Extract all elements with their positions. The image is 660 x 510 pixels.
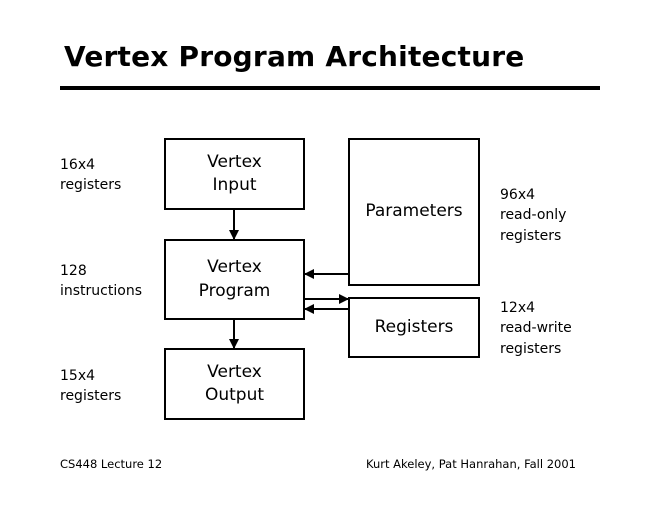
program-instructions-text: instructions (60, 283, 142, 300)
output-registers-note: 15x4 registers (60, 366, 121, 407)
vertex-output-line1: Vertex (207, 361, 262, 382)
program-instructions-note: 128 instructions (60, 261, 142, 302)
program-instructions-count: 128 (60, 263, 87, 279)
registers-label: Registers (374, 316, 454, 337)
footer-authors: Kurt Akeley, Pat Hanrahan, Fall 2001 (366, 457, 576, 471)
parameters-note: 96x4 read-only registers (500, 185, 566, 246)
parameters-note-count: 96x4 (500, 187, 536, 203)
parameters-label: Parameters (365, 201, 463, 222)
parameters-note-access: read-only (500, 207, 567, 224)
input-registers-note: 16x4 registers (60, 155, 121, 196)
vertex-input-block: Vertex Input (164, 138, 305, 210)
registers-block: Registers (348, 297, 480, 358)
registers-note-text: registers (500, 340, 562, 357)
vertex-program-line2: Program (198, 280, 271, 301)
parameters-note-text: registers (500, 227, 562, 244)
parameters-block: Parameters (348, 138, 480, 286)
vertex-input-line1: Vertex (207, 151, 262, 172)
output-registers-count: 15x4 (60, 368, 96, 384)
title-underline (60, 86, 600, 90)
registers-note: 12x4 read-write registers (500, 298, 572, 359)
input-registers-text: registers (60, 177, 122, 194)
output-registers-text: registers (60, 388, 122, 405)
slide-title: Vertex Program Architecture (64, 40, 525, 73)
vertex-output-line2: Output (204, 385, 265, 405)
vertex-output-block: Vertex Output (164, 348, 305, 420)
footer-course: CS448 Lecture 12 (60, 457, 163, 471)
registers-note-access: read-write (500, 320, 572, 337)
vertex-input-line2: Input (212, 175, 257, 195)
vertex-program-block: Vertex Program (164, 239, 305, 320)
input-registers-count: 16x4 (60, 157, 96, 173)
vertex-program-line1: Vertex (207, 257, 262, 278)
registers-note-count: 12x4 (500, 300, 536, 316)
